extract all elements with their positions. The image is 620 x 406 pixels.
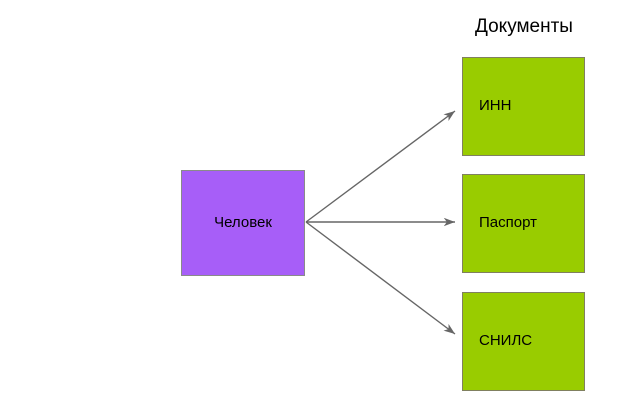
node-document-inn[interactable]: ИНН bbox=[462, 57, 585, 156]
node-document-snils[interactable]: СНИЛС bbox=[462, 292, 585, 391]
node-document-pasport-label: Паспорт bbox=[479, 214, 537, 232]
node-document-inn-label: ИНН bbox=[479, 97, 512, 115]
edge-person-to-inn bbox=[305, 110, 456, 223]
node-document-pasport[interactable]: Паспорт bbox=[462, 174, 585, 273]
edge-person-to-snils bbox=[305, 221, 456, 335]
node-person-label: Человек bbox=[214, 213, 272, 231]
documents-group-title: Документы bbox=[475, 16, 573, 37]
node-document-snils-label: СНИЛС bbox=[479, 332, 533, 350]
node-person[interactable]: Человек bbox=[181, 170, 305, 276]
